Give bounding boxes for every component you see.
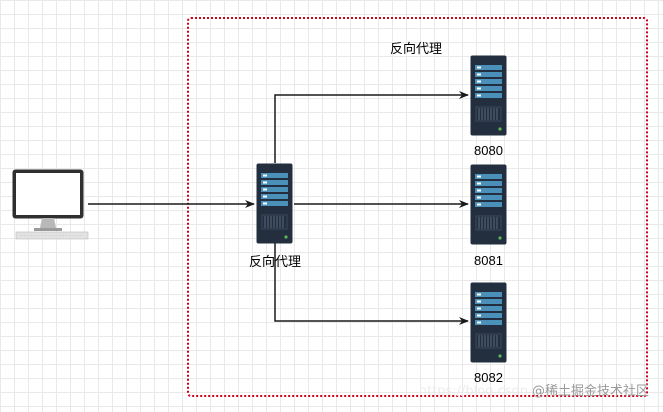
server-8081-icon (470, 164, 508, 250)
watermark-url: https://blog.csdn (418, 384, 528, 399)
watermark: https://blog.csdn@稀土掘金技术社区 (419, 380, 649, 399)
proxy-server-icon (256, 163, 294, 249)
proxy-to-8080-arrow (274, 91, 469, 163)
server-8080-label: 8080 (474, 143, 503, 158)
server-8080-icon (470, 55, 508, 141)
client-computer-icon (12, 168, 90, 245)
watermark-text: @稀土掘金技术社区 (531, 384, 649, 399)
proxy-label: 反向代理 (249, 255, 302, 270)
reverse-proxy-group-border (187, 17, 648, 397)
group-title: 反向代理 (390, 42, 443, 57)
server-8082-icon (470, 282, 508, 368)
server-8081-label: 8081 (474, 253, 503, 268)
server-8082-label: 8082 (474, 370, 503, 385)
proxy-to-8082-arrow (274, 243, 469, 325)
